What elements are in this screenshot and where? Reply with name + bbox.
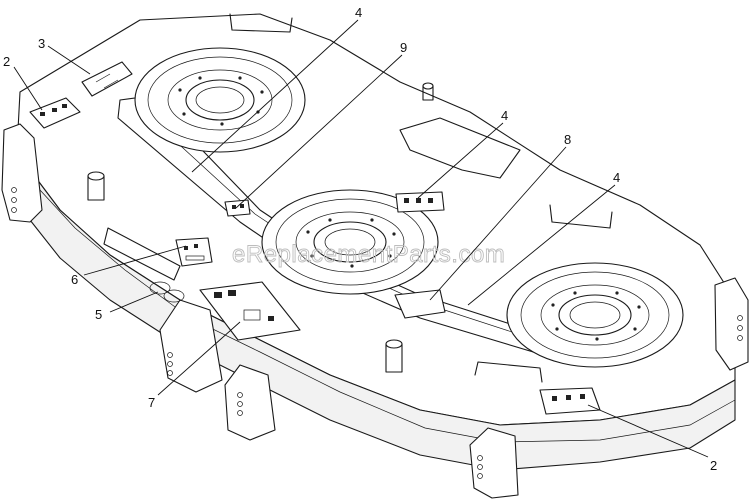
- front-hitch-bracket-mid: [224, 364, 276, 441]
- right-spindle-housing: [506, 262, 684, 368]
- callout-4-top: 4: [355, 5, 362, 20]
- callout-2-right: 2: [710, 458, 717, 473]
- leader-lines: [13, 19, 709, 458]
- front-hitch-bracket-left: [159, 299, 223, 393]
- left-end-bracket: [1, 123, 43, 223]
- decal-item-3: [81, 61, 133, 97]
- right-bracket-holes: [737, 315, 743, 341]
- decal-item-7: [199, 281, 301, 341]
- rear-guard-rail: [229, 13, 293, 33]
- callout-2-left: 2: [3, 54, 10, 69]
- callout-6: 6: [71, 272, 78, 287]
- hitch-left-holes: [167, 352, 173, 376]
- front-hitch-bracket-right: [469, 427, 519, 499]
- decal-item-9: [224, 199, 251, 217]
- callout-8: 8: [564, 132, 571, 147]
- pivot-post-left: [87, 171, 105, 201]
- left-spindle-housing: [134, 47, 306, 153]
- pivot-post-right: [385, 339, 403, 373]
- decal-item-2-left: [29, 97, 81, 129]
- callout-9: 9: [400, 40, 407, 55]
- callout-5: 5: [95, 307, 102, 322]
- hitch-mid-holes: [237, 392, 243, 416]
- decal-item-4-center: [395, 191, 445, 213]
- callout-4-right: 4: [613, 170, 620, 185]
- center-spindle-housing: [261, 189, 439, 295]
- right-end-bracket: [714, 277, 749, 371]
- callout-4-center: 4: [501, 108, 508, 123]
- callout-7: 7: [148, 395, 155, 410]
- watermark-text: eReplacementParts.com: [232, 241, 505, 268]
- front-guard-rail: [474, 361, 543, 383]
- decal-item-2-right: [539, 387, 601, 415]
- rear-pivot-post: [422, 82, 434, 101]
- hitch-right-holes: [477, 455, 483, 479]
- idler-arm-plate: [399, 117, 521, 179]
- decal-item-6: [175, 237, 213, 267]
- side-logo-decal: [103, 227, 185, 303]
- callout-3: 3: [38, 36, 45, 51]
- left-bracket-holes: [11, 187, 17, 213]
- right-rear-guard-rail: [549, 204, 613, 229]
- skirt-fold-line: [17, 149, 736, 443]
